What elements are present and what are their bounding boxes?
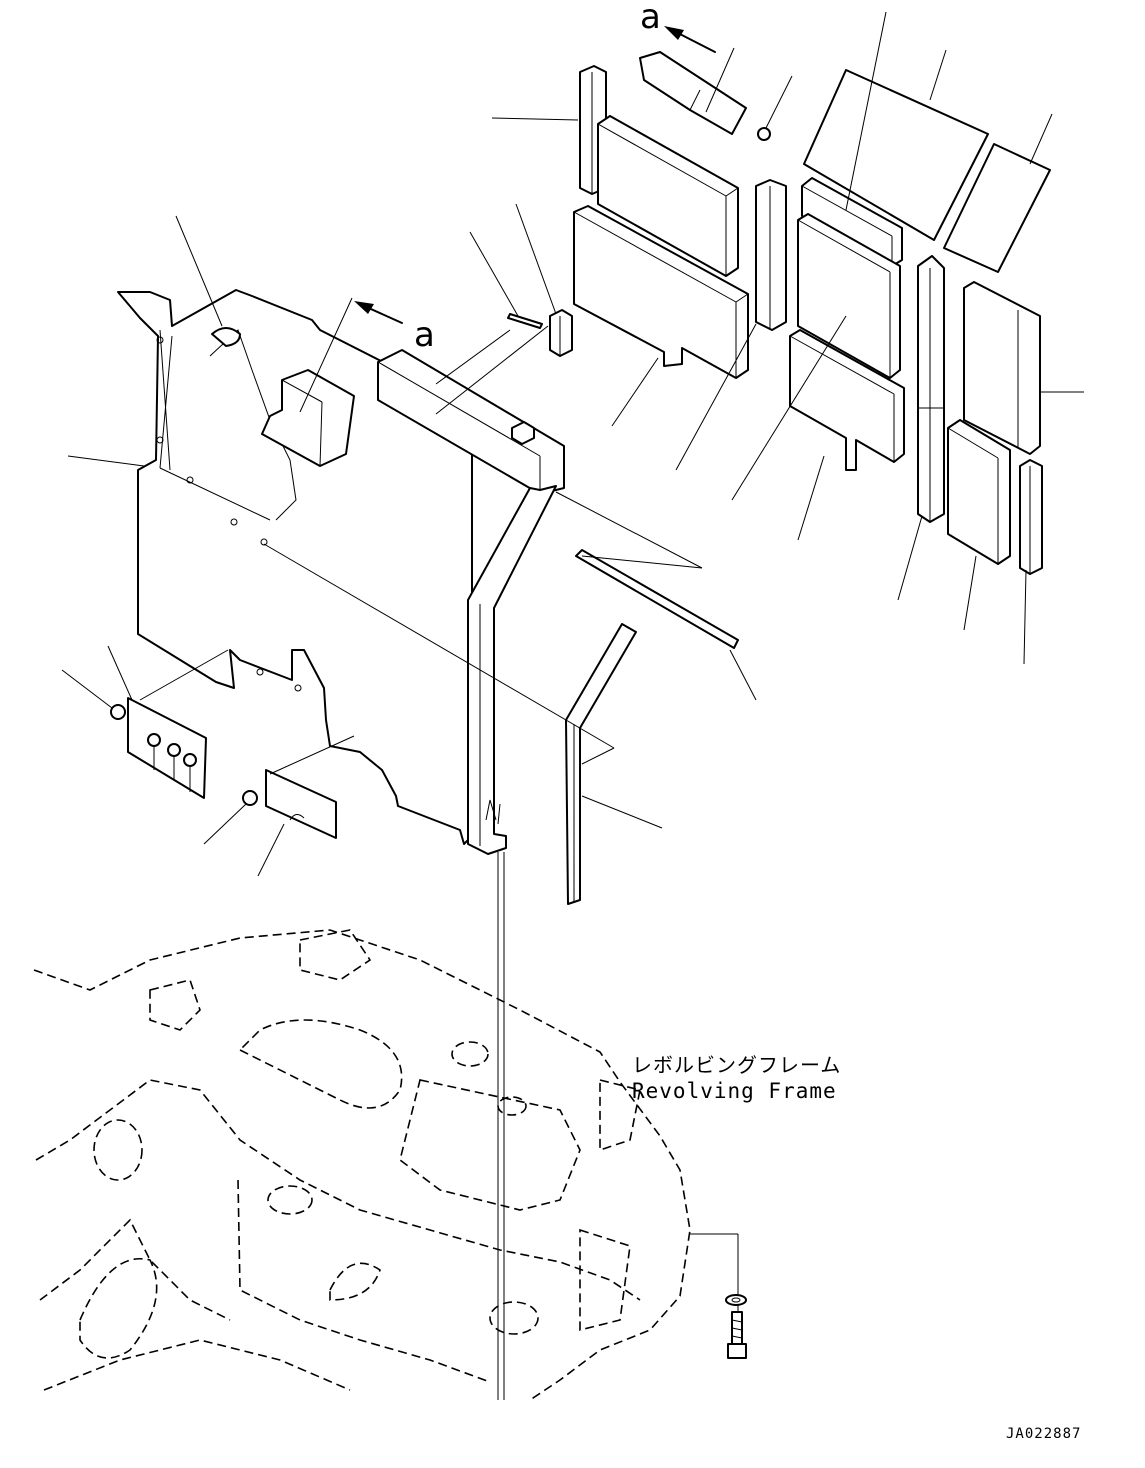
pad-lower: [789, 329, 905, 471]
view-marker-middle: a: [354, 301, 435, 355]
view-marker-top: a: [640, 0, 716, 53]
small-plate: [265, 769, 337, 839]
panel-cutout: [211, 327, 241, 347]
revolving-frame: [33, 929, 691, 1401]
foam-strip-vertical: [755, 179, 787, 331]
panel-post-right: [467, 485, 557, 855]
drawing-code: JA022887: [1006, 1426, 1081, 1442]
switch-plate: [127, 697, 207, 799]
pad-thin-top: [801, 177, 903, 267]
small-pin: [507, 313, 543, 329]
frame-label-english: Revolving Frame: [632, 1079, 837, 1103]
view-marker-middle-label: a: [414, 315, 435, 355]
grommet-icon: [757, 127, 771, 141]
cover-sheet-large: [803, 69, 989, 241]
grommet-icon: [110, 704, 126, 720]
pad-tall-right: [963, 281, 1041, 455]
long-seal-strip: [575, 549, 739, 649]
foam-block-upper: [597, 115, 739, 277]
washer-icon: [725, 1294, 747, 1306]
pad-middle: [797, 213, 901, 379]
electrical-box-cover: [261, 369, 355, 467]
pad-box-right: [947, 419, 1011, 565]
small-block: [549, 309, 573, 357]
top-seal-strip: [639, 51, 747, 135]
cover-sheet-small: [943, 143, 1051, 273]
leader-lines: [61, 11, 1084, 1400]
frame-label-japanese: レボルビングフレーム: [632, 1053, 841, 1077]
foam-block-lower: [573, 205, 749, 379]
foam-strip-right: [1019, 459, 1043, 575]
bent-seal-strip: [565, 623, 637, 905]
grommet-icon: [242, 790, 258, 806]
arrow-left-up-icon: [354, 301, 403, 324]
arrow-left-up-icon: [664, 26, 716, 53]
view-marker-top-label: a: [640, 0, 661, 37]
bolt-icon: [727, 1311, 747, 1359]
panel-top-beam: [377, 349, 565, 495]
foam-column: [917, 255, 945, 523]
